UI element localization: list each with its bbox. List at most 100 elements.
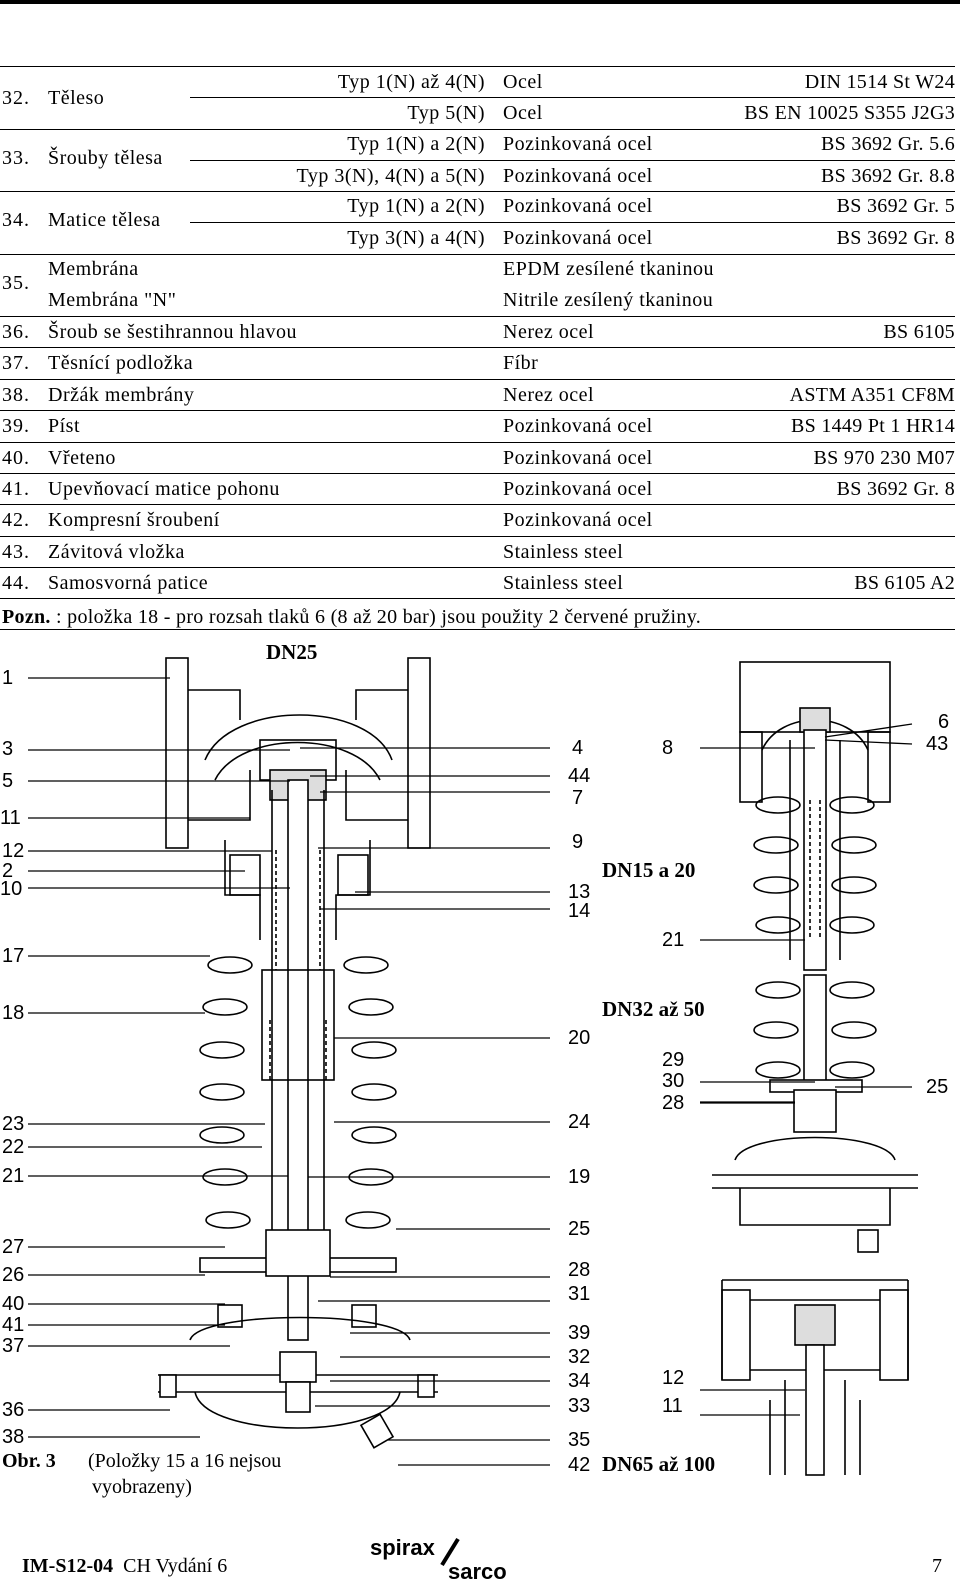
- part-material: Pozinkovaná ocel: [503, 227, 653, 249]
- logo-text-bottom: sarco: [448, 1559, 507, 1583]
- part-name: Šroub se šestihrannou hlavou: [48, 321, 297, 343]
- callout-label: 1: [2, 667, 14, 689]
- callout-label: 12: [2, 840, 25, 862]
- part-name: Těleso: [48, 87, 105, 109]
- part-name: Držák membrány: [48, 384, 195, 406]
- table-rule: [190, 222, 955, 223]
- callout-label: 28: [568, 1259, 591, 1281]
- part-number: 38.: [2, 384, 30, 406]
- part-standard: ASTM A351 CF8M: [789, 384, 955, 406]
- part-number: 37.: [2, 352, 30, 374]
- part-name: Závitová vložka: [48, 541, 185, 563]
- callout-label: 12: [662, 1367, 685, 1389]
- callout-label: 4: [572, 737, 584, 759]
- part-number: 35.: [2, 272, 30, 294]
- callout-label: 39: [568, 1322, 591, 1344]
- section-title-dn25: DN25: [266, 640, 318, 664]
- leader-lines: [28, 677, 913, 1466]
- part-name: Šrouby tělesa: [48, 147, 163, 169]
- callout-label: 18: [2, 1002, 25, 1024]
- table-rule: [0, 629, 955, 630]
- callout-label: 21: [662, 929, 685, 951]
- part-material: EPDM zesílené tkaninou: [503, 258, 714, 280]
- figure-caption-text2: vyobrazeny): [92, 1476, 192, 1498]
- callout-label: 20: [568, 1027, 591, 1049]
- footnote-label: Pozn.: [2, 606, 51, 628]
- table-rule: [0, 442, 955, 443]
- part-standard: BS EN 10025 S355 J2G3: [744, 102, 955, 124]
- callout-label: 28: [662, 1092, 685, 1114]
- callout-label: 25: [926, 1076, 949, 1098]
- part-standard: BS 3692 Gr. 8: [836, 478, 955, 500]
- callout-label: 8: [662, 737, 674, 759]
- callout-label: 36: [2, 1399, 25, 1421]
- callout-label: 35: [568, 1429, 591, 1451]
- dn65-section: [721, 1279, 909, 1476]
- callout-label: 32: [568, 1346, 591, 1368]
- part-standard: BS 3692 Gr. 5.6: [821, 133, 955, 155]
- part-material: Pozinkovaná ocel: [503, 478, 653, 500]
- part-name: Kompresní šroubení: [48, 509, 220, 531]
- page-number: 7: [932, 1555, 942, 1577]
- footnote: Pozn. : položka 18 - pro rozsah tlaků 6 …: [2, 606, 701, 629]
- callout-label: 3: [2, 738, 14, 760]
- part-standard: BS 6105 A2: [854, 572, 955, 594]
- part-number: 41.: [2, 478, 30, 500]
- part-material: Pozinkovaná ocel: [503, 165, 653, 187]
- table-rule: [0, 254, 955, 255]
- callout-label: 29: [662, 1049, 685, 1071]
- part-standard: BS 3692 Gr. 8.8: [821, 165, 955, 187]
- table-rule: [0, 129, 955, 130]
- doc-code: IM-S12-04: [22, 1555, 114, 1577]
- part-type: Typ 3(N), 4(N) a 5(N): [296, 165, 485, 187]
- part-material: Nerez ocel: [503, 384, 595, 406]
- part-number: 42.: [2, 509, 30, 531]
- part-number: 36.: [2, 321, 30, 343]
- callout-label: 41: [2, 1314, 25, 1336]
- callout-label: 11: [0, 807, 21, 829]
- callout-label: 27: [2, 1236, 25, 1258]
- part-material: Stainless steel: [503, 572, 624, 594]
- table-rule: [0, 347, 955, 348]
- part-material: Pozinkovaná ocel: [503, 133, 653, 155]
- document-id: IM-S12-04 CH Vydání 6: [22, 1555, 227, 1578]
- part-material: Ocel: [503, 102, 543, 124]
- part-material: Pozinkovaná ocel: [503, 509, 653, 531]
- part-standard: BS 3692 Gr. 5: [836, 195, 955, 217]
- callout-label: 14: [568, 900, 591, 922]
- callout-label: 43: [926, 733, 949, 755]
- callout-label: 37: [2, 1335, 25, 1357]
- dn15-section: [739, 661, 891, 971]
- dn32-section: [712, 974, 918, 1253]
- callout-label: 17: [2, 945, 25, 967]
- part-standard: BS 1449 Pt 1 HR14: [790, 415, 955, 437]
- table-rule: [0, 191, 955, 192]
- table-rule: [0, 504, 955, 505]
- callout-label: 2: [2, 860, 14, 882]
- callout-label: 11: [662, 1395, 683, 1417]
- callout-label: 19: [568, 1166, 591, 1188]
- part-number: 44.: [2, 572, 30, 594]
- part-standard: DIN 1514 St W24: [804, 71, 955, 93]
- callout-label: 26: [2, 1264, 25, 1286]
- part-material: Pozinkovaná ocel: [503, 415, 653, 437]
- table-rule: [190, 160, 955, 161]
- part-number: 32.: [2, 87, 30, 109]
- callout-label: 10: [0, 878, 23, 900]
- valve-cross-sections: [28, 657, 918, 1476]
- part-name: Membrána: [48, 258, 139, 280]
- logo-text-top: spirax: [370, 1535, 436, 1560]
- part-number: 34.: [2, 209, 30, 231]
- part-name: Upevňovací matice pohonu: [48, 478, 280, 500]
- part-type: Typ 3(N) a 4(N): [347, 227, 485, 249]
- callout-label: 34: [568, 1370, 591, 1392]
- callout-label: 44: [568, 765, 591, 787]
- part-material: Nerez ocel: [503, 321, 595, 343]
- footnote-text: : položka 18 - pro rozsah tlaků 6 (8 až …: [50, 606, 701, 628]
- figure-caption-text: (Položky 15 a 16 nejsou: [88, 1450, 282, 1472]
- logo-slash: [440, 1537, 460, 1567]
- part-standard: BS 970 230 M07: [813, 447, 955, 469]
- callout-label: 30: [662, 1070, 685, 1092]
- figure-number: Obr. 3: [2, 1450, 56, 1472]
- callout-label: 5: [2, 770, 14, 792]
